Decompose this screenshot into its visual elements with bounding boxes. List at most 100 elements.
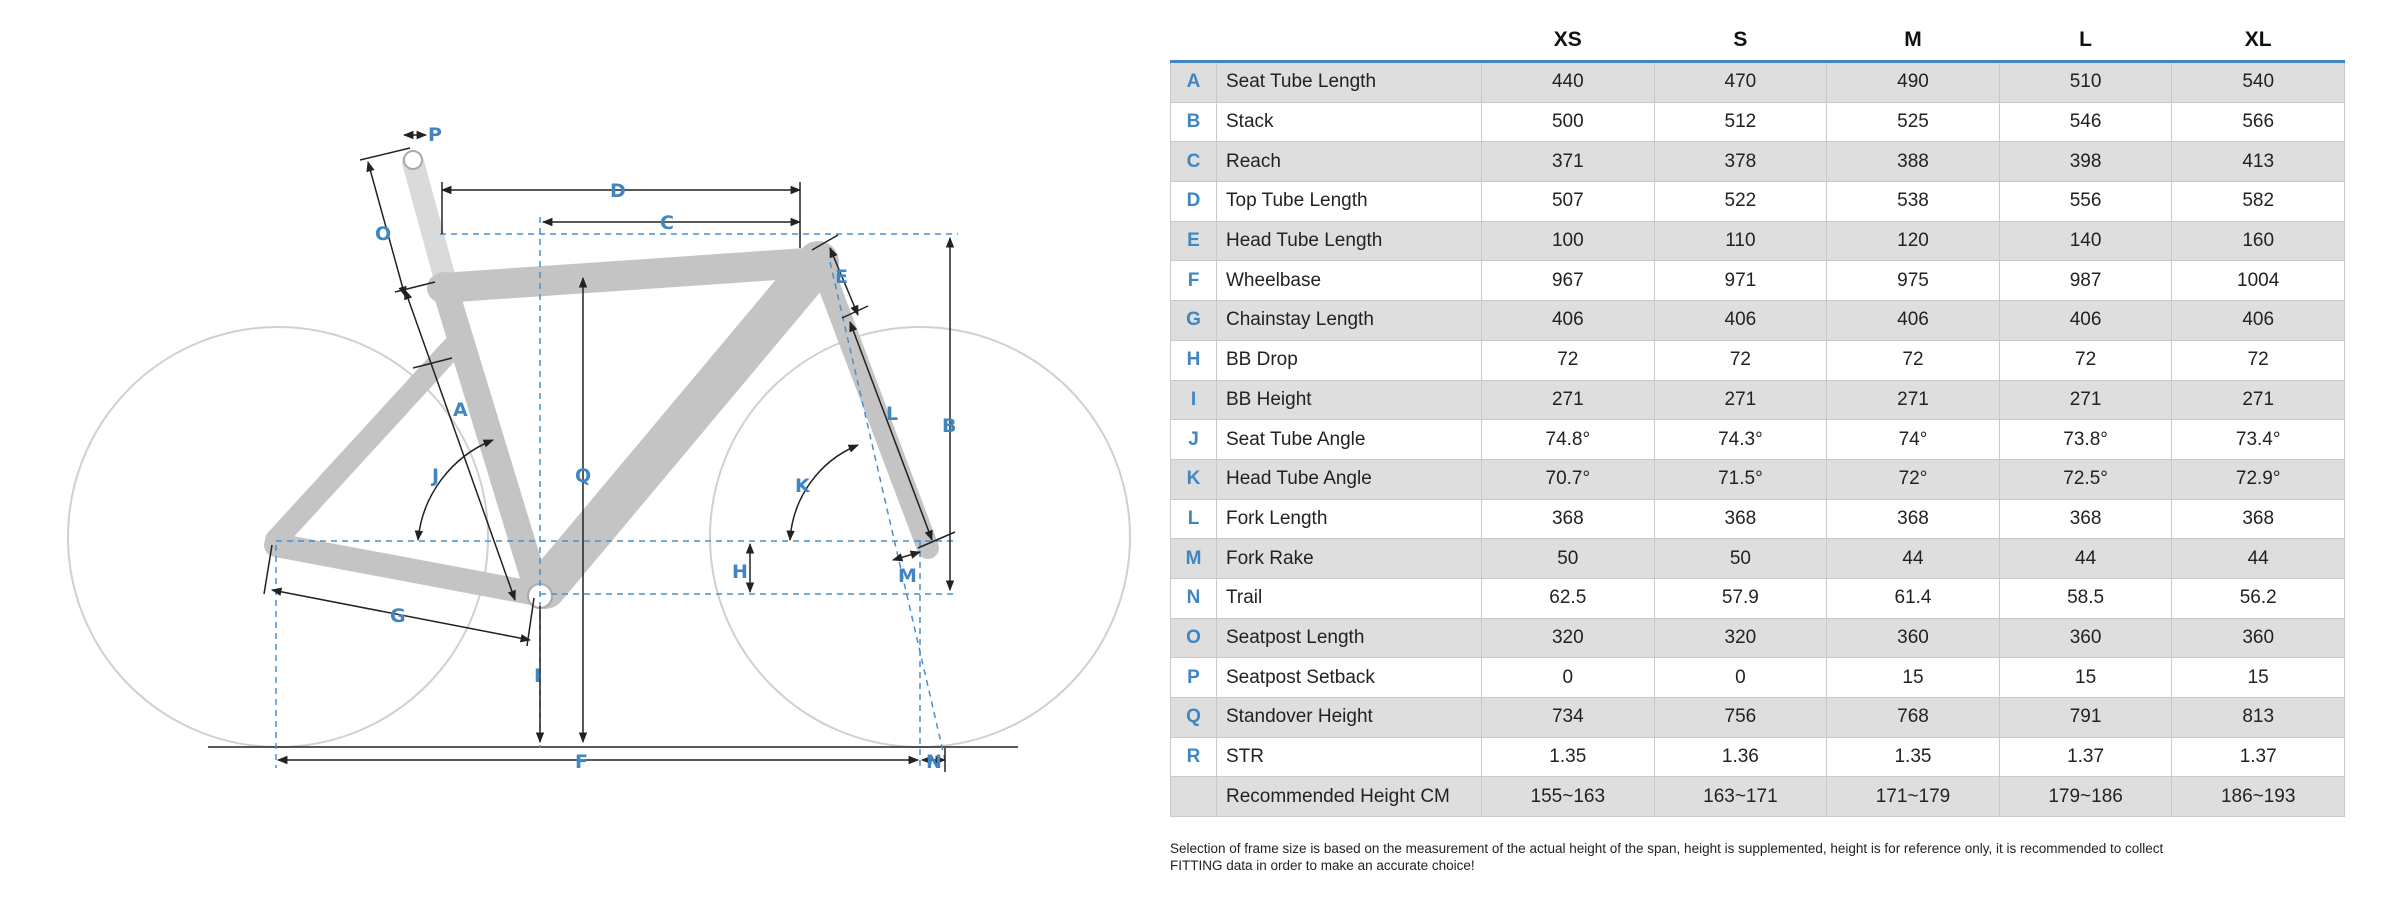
seatpost bbox=[402, 151, 459, 301]
row-parameter-name: Seatpost Length bbox=[1216, 617, 1482, 659]
row-value: 413 bbox=[2171, 141, 2345, 183]
top-tube bbox=[427, 247, 835, 303]
row-value: 406 bbox=[1653, 300, 1828, 341]
row-parameter-name: Fork Length bbox=[1216, 498, 1482, 540]
size-header-l: L bbox=[2079, 28, 2092, 51]
row-parameter-name: Seat Tube Length bbox=[1216, 61, 1482, 103]
size-header-row: XS S M L XL bbox=[1170, 20, 2345, 62]
row-value: 72° bbox=[1826, 458, 2000, 500]
size-header-xl: XL bbox=[2244, 28, 2272, 51]
seat-clamp bbox=[403, 150, 423, 170]
row-parameter-name: Stack bbox=[1216, 101, 1482, 143]
row-letter: K bbox=[1170, 458, 1217, 500]
row-parameter-name: Reach bbox=[1216, 141, 1482, 183]
row-value: 507 bbox=[1481, 181, 1655, 222]
row-value: 44 bbox=[2171, 538, 2345, 579]
row-value: 967 bbox=[1481, 260, 1655, 302]
row-value: 1.36 bbox=[1653, 736, 1828, 778]
row-value: 271 bbox=[1998, 379, 2173, 421]
row-value: 1.37 bbox=[1998, 736, 2173, 778]
row-value: 72 bbox=[2171, 339, 2345, 381]
row-value: 1.35 bbox=[1481, 736, 1655, 778]
row-value: 756 bbox=[1653, 697, 1828, 738]
row-value: 538 bbox=[1826, 181, 2000, 222]
row-value: 74.8° bbox=[1481, 419, 1655, 460]
label-O: O bbox=[375, 223, 391, 245]
frame-geometry-diagram: P O D C E A B L J Q K H M G I F N bbox=[67, 124, 1131, 773]
row-value: 74° bbox=[1826, 419, 2000, 460]
row-value: 57.9 bbox=[1653, 577, 1828, 619]
row-parameter-name: Seat Tube Angle bbox=[1216, 419, 1482, 460]
label-Q: Q bbox=[575, 465, 591, 487]
row-letter: C bbox=[1170, 141, 1217, 183]
row-parameter-name: Top Tube Length bbox=[1216, 181, 1482, 222]
row-value: 70.7° bbox=[1481, 458, 1655, 500]
row-value: 44 bbox=[1826, 538, 2000, 579]
row-value: 368 bbox=[1998, 498, 2173, 540]
row-value: 155~163 bbox=[1481, 776, 1655, 818]
row-value: 120 bbox=[1826, 220, 2000, 262]
label-E: E bbox=[835, 266, 848, 288]
row-value: 72 bbox=[1826, 339, 2000, 381]
row-value: 100 bbox=[1481, 220, 1655, 262]
header-letter bbox=[1171, 20, 1217, 62]
row-value: 160 bbox=[2171, 220, 2345, 262]
row-value: 440 bbox=[1481, 61, 1655, 103]
row-value: 58.5 bbox=[1998, 577, 2173, 619]
bike-frame bbox=[264, 151, 939, 609]
row-value: 44 bbox=[1998, 538, 2173, 579]
dimension-lines bbox=[263, 130, 956, 772]
label-H: H bbox=[732, 561, 748, 583]
row-value: 1.37 bbox=[2171, 736, 2345, 778]
label-K: K bbox=[795, 475, 811, 497]
sizing-note: Selection of frame size is based on the … bbox=[1170, 841, 2164, 873]
row-value: 179~186 bbox=[1998, 776, 2173, 818]
label-I: I bbox=[534, 665, 541, 687]
row-letter: M bbox=[1170, 538, 1217, 579]
row-value: 171~179 bbox=[1826, 776, 2000, 818]
row-value: 378 bbox=[1653, 141, 1828, 183]
row-value: 768 bbox=[1826, 697, 2000, 738]
row-parameter-name: Seatpost Setback bbox=[1216, 657, 1482, 698]
row-value: 368 bbox=[1653, 498, 1828, 540]
row-value: 470 bbox=[1653, 61, 1828, 103]
row-value: 582 bbox=[2171, 181, 2345, 222]
row-value: 566 bbox=[2171, 101, 2345, 143]
row-value: 0 bbox=[1481, 657, 1655, 698]
row-value: 368 bbox=[1826, 498, 2000, 540]
row-value: 320 bbox=[1653, 617, 1828, 659]
dimension-labels: P O D C E A B L J Q K H M G I F N bbox=[375, 124, 956, 773]
row-value: 406 bbox=[1826, 300, 2000, 341]
row-value: 556 bbox=[1998, 181, 2173, 222]
row-value: 388 bbox=[1826, 141, 2000, 183]
row-value: 71.5° bbox=[1653, 458, 1828, 500]
row-value: 360 bbox=[1998, 617, 2173, 659]
row-value: 15 bbox=[1998, 657, 2173, 698]
row-value: 56.2 bbox=[2171, 577, 2345, 619]
row-value: 72 bbox=[1481, 339, 1655, 381]
row-value: 1.35 bbox=[1826, 736, 2000, 778]
row-value: 360 bbox=[2171, 617, 2345, 659]
down-tube bbox=[524, 241, 839, 609]
row-parameter-name: STR bbox=[1216, 736, 1482, 778]
label-N: N bbox=[926, 751, 942, 773]
row-value: 734 bbox=[1481, 697, 1655, 738]
row-letter bbox=[1170, 776, 1217, 818]
row-value: 987 bbox=[1998, 260, 2173, 302]
row-value: 72.5° bbox=[1998, 458, 2173, 500]
row-value: 72.9° bbox=[2171, 458, 2345, 500]
row-value: 813 bbox=[2171, 697, 2345, 738]
row-value: 406 bbox=[1481, 300, 1655, 341]
